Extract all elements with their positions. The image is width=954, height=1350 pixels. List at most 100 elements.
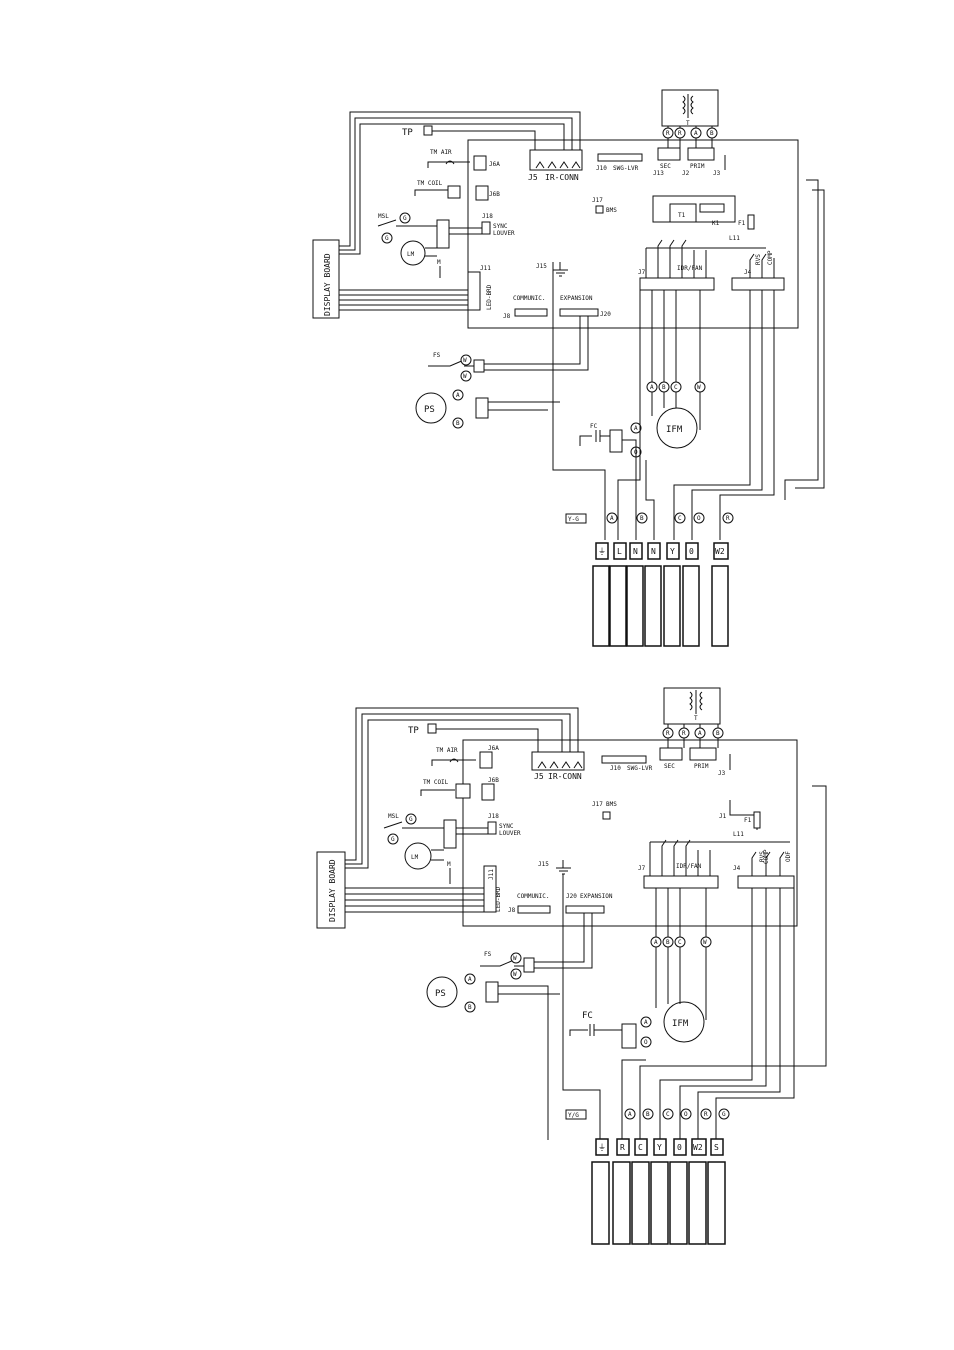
prim-connector-1 [687, 147, 715, 161]
wire-code-g-5: G [722, 1111, 726, 1118]
fc-capacitor-2 [569, 1024, 622, 1036]
wiring-diagram-2: DISPLAY BOARD TP J5 IR-CONN J10 SWG-LVR … [316, 687, 827, 1245]
wire-code-w-6: W [703, 939, 707, 946]
tm-coil-label-2: TM COIL [423, 779, 449, 786]
wire-code-b-1: B [710, 130, 714, 137]
wire-l-1 [617, 290, 641, 540]
wire-code-w-2: W [463, 373, 467, 380]
f1-fuse-1 [747, 214, 755, 230]
bms-label-1: BMS [606, 207, 617, 214]
j7-relays-2 [649, 839, 711, 876]
fs-label-2: FS [484, 951, 492, 958]
wiring-diagram-1: DISPLAY BOARD TP J5 IR-CONN J10 SWG-LVR … [312, 89, 825, 647]
wire-display-led-1 [339, 289, 468, 311]
terminal-2-5 [691, 1138, 707, 1156]
t1-label-1: T1 [678, 212, 686, 219]
j20-label-2: J20 [566, 893, 577, 900]
wire-code-b-4: B [640, 515, 644, 522]
j7-relays-1 [645, 239, 707, 278]
wire-code-r-1: R [666, 130, 670, 137]
fs-plug-2 [523, 957, 535, 973]
j11-connector-2 [483, 865, 497, 913]
lm-motor-1 [400, 240, 426, 266]
terminal-1-4 [666, 542, 680, 560]
wire-display-j5-c-1 [339, 123, 565, 255]
fs-plug-1 [473, 359, 485, 373]
transformer-leads-2 [667, 724, 719, 748]
wire-code-a-2: A [456, 392, 460, 399]
j3-label-2: J3 [718, 770, 726, 777]
wire-code-a-4: A [650, 384, 654, 391]
wire-y-1 [673, 290, 751, 540]
display-board-2 [316, 851, 346, 929]
terminal-label-2-3: Y [657, 1143, 662, 1152]
wire-w2-2 [697, 888, 781, 1140]
wire-tm-air-2 [431, 759, 476, 766]
wire-code-b-8: B [646, 1111, 650, 1118]
j11-label-2: J11 [488, 869, 495, 880]
terminal-strip-1: ⏚ L N N Y 0 W2 [592, 542, 729, 647]
transformer-coil-2 [689, 690, 703, 714]
j6b-connector-2 [481, 783, 495, 801]
tp-sensor-2 [427, 723, 437, 734]
wire-fs-j20-1 [484, 316, 589, 371]
j4-connector-2 [737, 875, 795, 889]
terminal-label-1-2: N [633, 547, 638, 556]
wire-code-g-4: G [391, 836, 395, 843]
wire-display-led-2 [345, 887, 484, 913]
swg-lvr-label-2: SWG-LVR [627, 765, 653, 772]
ifm-label-1: IFM [666, 425, 683, 435]
j5-label-1: J5 [528, 173, 538, 182]
wire-code-a-3: A [634, 425, 638, 432]
ps-label-2: PS [435, 989, 446, 999]
j15-ground-1 [553, 262, 568, 277]
display-board-label-1: DISPLAY BOARD [323, 253, 332, 316]
wire-j7-ifm-2 [655, 888, 707, 1020]
wire-code-r-4: R [666, 730, 670, 737]
idr-fan-label-2: IDR/FAN [676, 863, 702, 870]
wire-code-b-3: B [662, 384, 666, 391]
transformer-label-1: T [686, 120, 690, 127]
wire-tm-coil-1 [414, 189, 450, 196]
j2-label-1: J2 [682, 170, 690, 177]
display-board-label-2: DISPLAY BOARD [328, 859, 337, 922]
wire-tm-coil-2 [420, 789, 455, 796]
fc-plug-1 [609, 429, 623, 453]
comp-label-1: COMP [767, 250, 774, 265]
terminal-2-2 [634, 1138, 648, 1156]
fc-capacitor-1 [579, 430, 610, 446]
wire-code-g-1: G [403, 215, 407, 222]
terminal-label-1-5: 0 [689, 547, 694, 556]
j15-label-2: J15 [538, 861, 549, 868]
fc-label-2: FC [582, 1011, 593, 1021]
wire-display-j5-a-1 [339, 111, 581, 247]
wire-tm-air-1 [427, 161, 470, 168]
tm-coil-plug-2 [455, 783, 471, 799]
j5-pins-1 [535, 161, 581, 169]
odf-label-2: ODF [785, 851, 792, 862]
wire-code-a-1: A [694, 130, 698, 137]
ps-label-1: PS [424, 405, 435, 415]
ifm-motor-1 [656, 407, 698, 449]
wire-code-w-5: W [513, 971, 517, 978]
terminal-label-1-0: ⏚ [598, 547, 606, 556]
terminal-label-2-1: R [620, 1143, 625, 1152]
wire-y-2 [659, 888, 753, 1140]
j5-connector-2 [531, 751, 585, 771]
terminal-1-5 [685, 542, 699, 560]
prim-connector-2 [689, 747, 717, 761]
wire-j7-ifm-1 [651, 290, 701, 430]
j11-label-1: J11 [480, 265, 491, 272]
k1-label-1: K1 [712, 220, 720, 227]
wire-code-g-3: G [409, 816, 413, 823]
j4-relays-2 [751, 851, 785, 876]
msl-switch-2 [383, 821, 444, 829]
led-brd-label-1: LED-BRD [486, 284, 493, 310]
j7-connector-2 [643, 875, 719, 889]
terminal-label-2-4: 0 [677, 1143, 682, 1152]
sec-label-2: SEC [664, 763, 675, 770]
tm-air-sensor-1 [445, 160, 455, 165]
ifm-label-2: IFM [672, 1019, 689, 1029]
j7-connector-1 [639, 277, 715, 291]
wire-code-o-3: O [644, 1039, 648, 1046]
